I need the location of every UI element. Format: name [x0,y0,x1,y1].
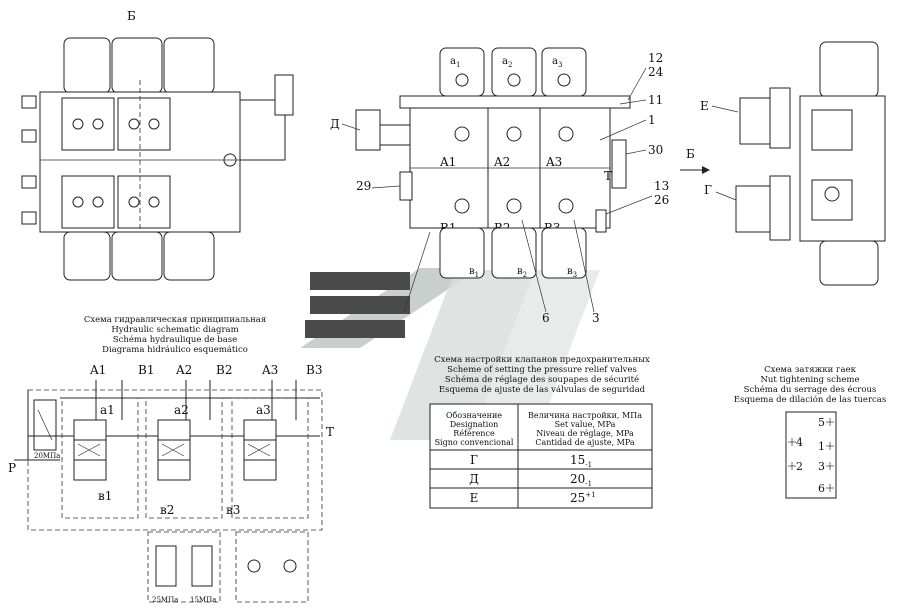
nut-5: 5 [818,416,825,429]
scheme-relief-main: 20МПа [34,452,60,460]
port-label-a2: A2 [493,155,510,169]
nut-3: 3 [818,460,825,473]
watermark-logo [300,268,600,440]
table-head-right-es: Cantidad de ajuste, MPa [535,438,635,447]
front-letter-t: T [604,169,612,183]
nut-1: 1 [818,440,825,453]
callout-3: 3 [592,311,600,325]
scheme-caption-ru: Схема гидравлическая принципиальная [84,315,266,325]
scheme-port-a2: A2 [175,363,192,377]
table-head-left-fr: Référence [453,429,495,438]
callout-29: 29 [356,179,371,193]
table-row-value: 20-1 [570,472,592,488]
arrow-view-label: Б [686,147,695,161]
nut-caption-fr: Schéma du serrage des écrous [744,384,877,395]
callout-1: 1 [648,113,656,127]
scheme-a3: а3 [256,403,271,417]
nut-6: 6 [818,482,825,495]
port-b1-bottom: в1 [469,266,479,279]
side-view-right: Б Е Г [680,41,886,286]
port-b2-bottom: в2 [517,266,527,279]
scheme-port-a1: A1 [89,363,106,377]
nut-4: 4 [796,436,803,449]
nut-caption-ru: Схема затяжки гаек [764,365,857,375]
port-a1-top: а1 [450,56,460,69]
hydraulic-scheme: Схема гидравлическая принципиальная Hydr… [8,315,334,604]
table-row-value: 15-1 [570,453,592,469]
scheme-port-b2: B2 [216,363,232,377]
relief-table: Схема настройки клапанов предохранительн… [429,355,653,509]
callout-11: 11 [648,93,663,107]
right-letter-g: Г [704,183,712,197]
table-head-left-es: Signo convencional [435,438,514,447]
port-a2-top: а2 [502,56,512,69]
nut-caption-en: Nut tightening scheme [760,375,859,385]
scheme-b3: в3 [226,503,240,517]
scheme-a2: а2 [174,403,189,417]
table-row-sign: Д [469,472,479,486]
table-caption-ru: Схема настройки клапанов предохранительн… [434,355,650,365]
scheme-label-t: T [326,425,334,439]
callout-24: 24 [648,65,664,79]
table-row-sign: Г [470,453,478,467]
nut-caption-es: Esquema de dilación de las tuercas [734,394,886,405]
scheme-label-p: P [8,461,16,475]
scheme-port-b1: B1 [138,363,154,377]
scheme-port-a3: A3 [261,363,278,377]
scheme-caption-es: Diagrama hidráulico esquemático [102,344,248,355]
callout-26: 26 [654,193,669,207]
front-letter-d: Д [330,117,340,131]
port-a3-top: а3 [552,56,562,69]
table-head-left-ru: Обозначение [446,411,502,420]
scheme-b1: в1 [98,489,112,503]
scheme-b2: в2 [160,503,174,517]
table-caption-fr: Schéma de réglage des soupapes de sécuri… [445,374,639,385]
port-b3-bottom: в3 [567,266,577,279]
scheme-caption-fr: Schéma hydraulique de base [113,334,237,345]
nut-scheme: Схема затяжки гаек Nut tightening scheme… [734,365,886,499]
right-letter-e: Е [700,99,709,113]
scheme-caption-en: Hydraulic schematic diagram [111,325,238,335]
table-row-sign: Е [470,491,479,505]
view-label-b-left: Б [127,9,136,23]
nut-2: 2 [796,460,803,473]
callout-13: 13 [654,179,669,193]
table-head-right-en: Set value, MPa [555,420,616,429]
table-caption-es: Esquema de ajuste de las válvulas de seg… [439,384,646,395]
side-view-left: Б [21,9,294,281]
table-head-left-en: Designation [450,420,499,429]
scheme-relief-15: 15МПа [190,596,216,604]
scheme-a1: а1 [100,403,115,417]
scheme-relief-25: 25МПа [152,596,178,604]
table-head-right-ru: Величина настройки, МПа [528,411,642,420]
scheme-port-b3: B3 [306,363,322,377]
port-label-a1: A1 [439,155,456,169]
front-view: а1 а2 а3 A1 A2 A3 B1 B2 B3 Д T [330,47,669,325]
callout-6: 6 [542,311,550,325]
table-row-value: 25+1 [570,491,596,505]
table-caption-en: Scheme of setting the pressure relief va… [447,365,637,375]
port-label-a3: A3 [545,155,562,169]
table-head-right-fr: Niveau de réglage, MPa [536,429,634,438]
callout-30: 30 [648,143,663,157]
callout-12: 12 [648,51,663,65]
